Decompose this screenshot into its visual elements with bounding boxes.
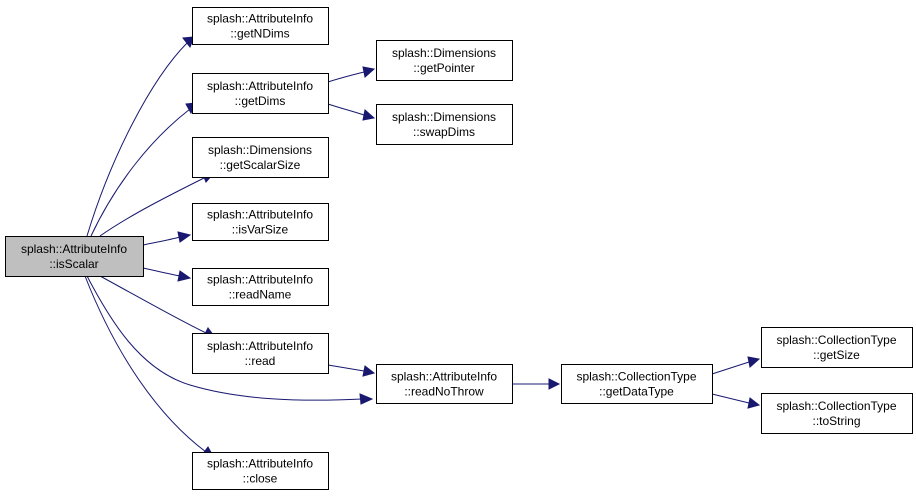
edge-isScalar-to-getDims [90,102,197,237]
node-method-label: ::toString [812,414,860,428]
node-namespace-label: splash::AttributeInfo [207,273,313,287]
node-method-label: ::readName [229,288,292,302]
node-read[interactable]: splash::AttributeInfo::read [192,333,329,374]
node-box [192,7,329,45]
node-method-label: ::getScalarSize [220,158,301,172]
edge-line [99,275,207,334]
edge-isScalar-to-readName [142,267,192,282]
node-close[interactable]: splash::AttributeInfo::close [192,452,329,490]
edge-line [711,393,750,404]
node-method-label: ::isScalar [49,257,98,271]
node-box [376,104,513,145]
edge-arrowhead [362,66,376,78]
node-method-label: ::swapDims [413,125,475,139]
edge-arrowhead [362,365,376,377]
node-method-label: ::getSize [813,348,860,362]
node-getDataType[interactable]: splash::CollectionType::getDataType [561,364,713,404]
node-readName[interactable]: splash::AttributeInfo::readName [192,268,329,306]
edge-isScalar-to-isVarSize [142,231,192,246]
node-method-label: ::read [245,354,276,368]
edge-line [142,236,181,246]
node-method-label: ::readNoThrow [404,385,484,399]
edge-line [327,364,365,372]
edge-line [327,71,365,83]
edge-arrowhead [359,393,374,405]
node-readNoThrow[interactable]: splash::AttributeInfo::readNoThrow [376,364,513,404]
node-getScalarSize[interactable]: splash::Dimensions::getScalarSize [192,137,329,178]
edge-line [90,108,191,237]
edge-line [711,361,750,375]
node-namespace-label: splash::CollectionType [776,399,896,413]
node-getSize[interactable]: splash::CollectionType::getSize [761,327,913,368]
edge-readNoThrow-to-getDataType [512,378,561,390]
edge-line [86,41,189,237]
node-getNDims[interactable]: splash::AttributeInfo::getNDims [192,7,329,45]
node-box [192,73,329,114]
node-box [192,333,329,374]
edge-line [327,103,365,116]
node-box [561,364,713,404]
node-isVarSize[interactable]: splash::AttributeInfo::isVarSize [192,203,329,241]
node-getPointer[interactable]: splash::Dimensions::getPointer [376,40,513,81]
node-method-label: ::isVarSize [232,223,289,237]
edge-arrowhead [548,378,561,390]
edge-arrowhead [362,109,376,121]
edge-getDims-to-getPointer [327,66,376,83]
node-method-label: ::getPointer [413,61,474,75]
edge-arrowhead [177,270,192,282]
node-box [192,268,329,306]
edge-line [84,275,207,453]
node-namespace-label: splash::AttributeInfo [207,208,313,222]
node-namespace-label: splash::AttributeInfo [21,242,127,256]
node-box [192,203,329,241]
edge-isScalar-to-readNoThrow [86,275,374,405]
node-box [376,364,513,404]
node-namespace-label: splash::Dimensions [392,110,496,124]
edge-line [99,176,207,237]
node-box [192,452,329,490]
node-namespace-label: splash::AttributeInfo [207,457,313,471]
node-namespace-label: splash::AttributeInfo [207,12,313,26]
node-method-label: ::close [243,472,278,486]
edge-getDataType-to-getSize [711,356,761,375]
node-namespace-label: splash::AttributeInfo [207,339,313,353]
node-namespace-label: splash::AttributeInfo [207,79,313,93]
edge-isScalar-to-getNDims [86,36,195,237]
node-box [761,393,913,434]
node-method-label: ::getNDims [230,27,289,41]
edge-getDims-to-swapDims [327,103,376,121]
node-namespace-label: splash::CollectionType [776,333,896,347]
node-namespace-label: splash::CollectionType [576,370,696,384]
edge-arrowhead [747,397,761,409]
node-method-label: ::getDims [235,94,286,108]
node-box [5,236,144,277]
edge-arrowhead [747,356,761,368]
node-box [761,327,913,368]
edge-line [142,267,181,277]
node-getDims[interactable]: splash::AttributeInfo::getDims [192,73,329,114]
nodes-layer: splash::AttributeInfo::isScalarsplash::A… [5,7,913,490]
node-namespace-label: splash::Dimensions [392,46,496,60]
node-swapDims[interactable]: splash::Dimensions::swapDims [376,104,513,145]
edge-arrowhead [177,231,192,243]
edge-read-to-readNoThrow [327,364,376,377]
node-namespace-label: splash::Dimensions [208,143,312,157]
node-namespace-label: splash::AttributeInfo [391,370,497,384]
edge-line [86,275,363,401]
node-toString[interactable]: splash::CollectionType::toString [761,393,913,434]
node-isScalar[interactable]: splash::AttributeInfo::isScalar [5,236,144,277]
edge-getDataType-to-toString [711,393,761,409]
node-method-label: ::getDataType [599,385,674,399]
node-box [376,40,513,81]
node-box [192,137,329,178]
